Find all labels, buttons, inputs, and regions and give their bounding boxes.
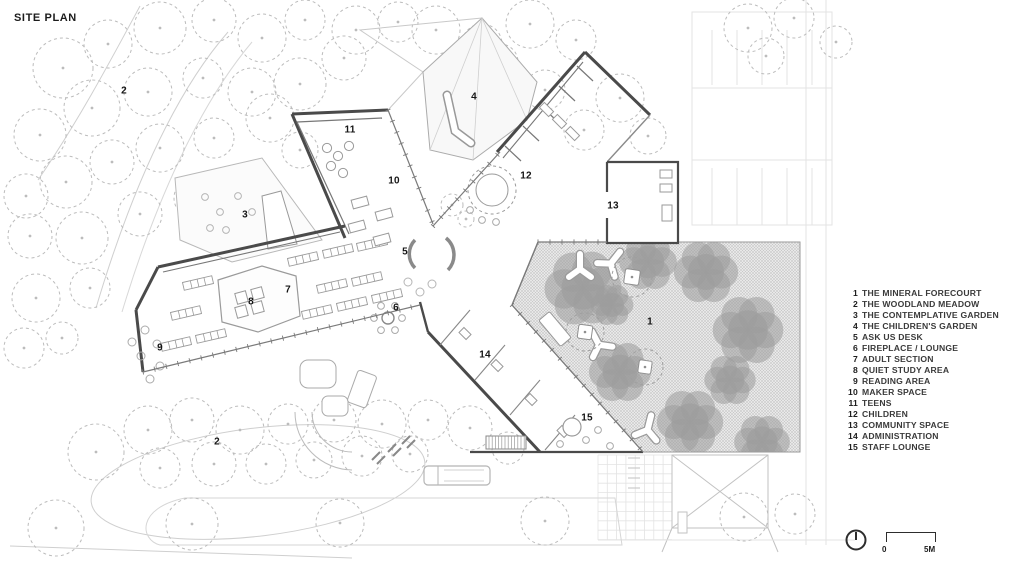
north-arrow-icon: [845, 529, 867, 551]
plan-label-6: 6: [393, 302, 399, 314]
legend-item: 6 FIREPLACE / LOUNGE: [842, 343, 999, 354]
legend-item: 3 THE CONTEMPLATIVE GARDEN: [842, 310, 999, 321]
legend-item-label: READING AREA: [862, 376, 931, 386]
legend-item: 11 TEENS: [842, 398, 999, 409]
legend-item-number: 7: [853, 354, 858, 364]
legend-item-label: CHILDREN: [862, 409, 908, 419]
plan-label-3: 3: [242, 209, 248, 221]
plan-label-14: 14: [479, 349, 491, 361]
legend-item-label: THE MINERAL FORECOURT: [862, 288, 982, 298]
legend-item: 14 ADMINISTRATION: [842, 431, 999, 442]
legend-item: 5 ASK US DESK: [842, 332, 999, 343]
legend-item: 8 QUIET STUDY AREA: [842, 365, 999, 376]
plan-label-12: 12: [520, 170, 532, 182]
legend-item-number: 9: [853, 376, 858, 386]
plan-label-8: 8: [248, 296, 254, 308]
plan-label-2: 2: [121, 85, 127, 97]
legend: 1 THE MINERAL FORECOURT 2 THE WOODLAND MEAD…: [842, 288, 999, 453]
legend-item-number: 2: [853, 299, 858, 309]
plan-label-9: 9: [157, 342, 163, 354]
legend-item-number: 13: [848, 420, 858, 430]
legend-item-label: STAFF LOUNGE: [862, 442, 931, 452]
legend-item-number: 3: [853, 310, 858, 320]
scale-end-label: 5M: [924, 545, 936, 554]
legend-item: 9 READING AREA: [842, 376, 999, 387]
plan-label-11: 11: [344, 124, 356, 136]
legend-item-number: 5: [853, 332, 858, 342]
plan-label-1: 1: [647, 316, 653, 328]
legend-item-label: QUIET STUDY AREA: [862, 365, 950, 375]
plan-label-10: 10: [388, 175, 400, 187]
legend-item-label: ADULT SECTION: [862, 354, 934, 364]
legend-item-label: ADMINISTRATION: [862, 431, 939, 441]
scale-bar: 0 5M: [844, 528, 954, 562]
legend-item-label: COMMUNITY SPACE: [862, 420, 950, 430]
page-title: SITE PLAN: [14, 12, 77, 24]
plan-label-4: 4: [471, 91, 477, 103]
legend-item-number: 15: [848, 442, 858, 452]
legend-item-label: THE CONTEMPLATIVE GARDEN: [862, 310, 999, 320]
legend-item: 2 THE WOODLAND MEADOW: [842, 299, 999, 310]
legend-item: 4 THE CHILDREN'S GARDEN: [842, 321, 999, 332]
legend-item-number: 1: [853, 288, 858, 298]
legend-item: 10 MAKER SPACE: [842, 387, 999, 398]
scale-start-label: 0: [882, 545, 887, 554]
legend-item-number: 4: [853, 321, 858, 331]
legend-item-label: MAKER SPACE: [862, 387, 928, 397]
plan-label-13: 13: [607, 200, 619, 212]
legend-item-number: 8: [853, 365, 858, 375]
legend-item: 13 COMMUNITY SPACE: [842, 420, 999, 431]
legend-item: 15 STAFF LOUNGE: [842, 442, 999, 453]
plan-label-2: 2: [214, 436, 220, 448]
legend-item-number: 6: [853, 343, 858, 353]
legend-item-label: THE CHILDREN'S GARDEN: [862, 321, 978, 331]
legend-item-label: ASK US DESK: [862, 332, 923, 342]
legend-item: 7 ADULT SECTION: [842, 354, 999, 365]
legend-item-label: FIREPLACE / LOUNGE: [862, 343, 959, 353]
legend-item-number: 14: [848, 431, 858, 441]
scale-bracket: [886, 532, 936, 542]
legend-item-label: TEENS: [862, 398, 892, 408]
plan-label-5: 5: [402, 246, 408, 258]
legend-item-number: 11: [848, 398, 858, 408]
plan-label-7: 7: [285, 284, 291, 296]
legend-item-label: THE WOODLAND MEADOW: [862, 299, 980, 309]
legend-item: 1 THE MINERAL FORECOURT: [842, 288, 999, 299]
legend-item: 12 CHILDREN: [842, 409, 999, 420]
legend-item-number: 10: [848, 387, 858, 397]
legend-item-number: 12: [848, 409, 858, 419]
plan-label-15: 15: [581, 412, 593, 424]
